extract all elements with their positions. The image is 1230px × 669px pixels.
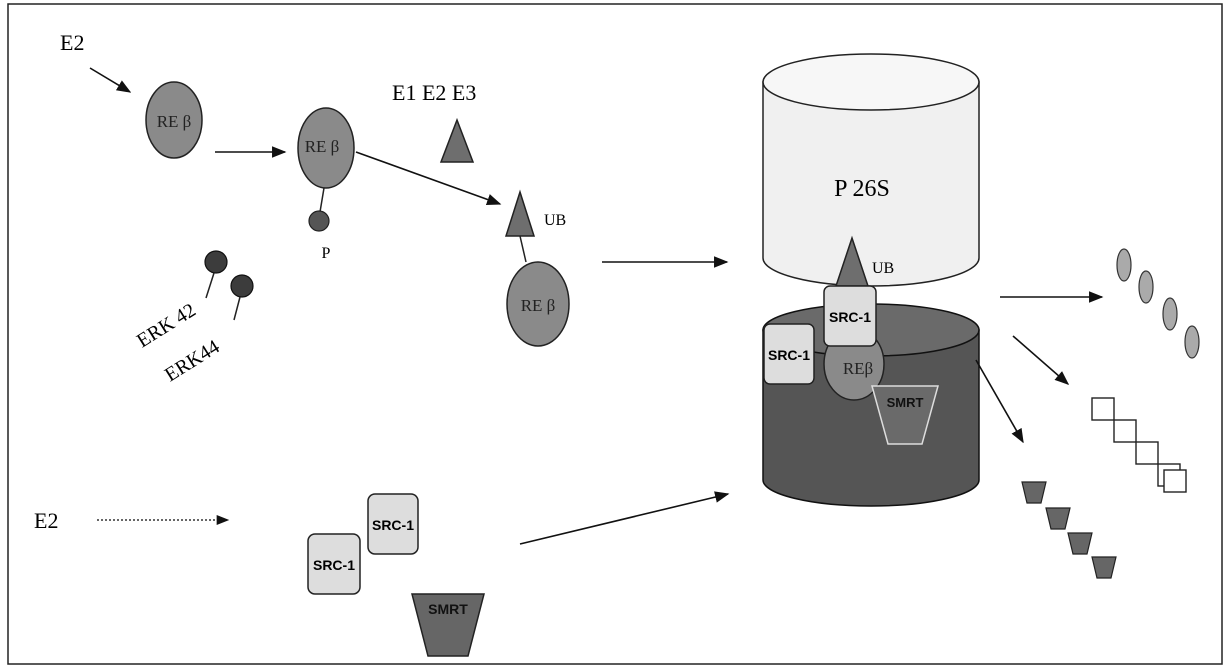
re-beta-phospho-label: RE β — [305, 137, 340, 156]
src1-box-top — [823, 285, 877, 347]
fragment-oval — [1138, 270, 1154, 304]
arrow-to-proteasome-bottom — [519, 491, 730, 545]
e2-label-bottom: E2 — [34, 508, 58, 533]
src1-label-free-lower: SRC-1 — [313, 557, 355, 573]
fragment-trapezoid — [1021, 481, 1047, 504]
fragment-square — [1091, 397, 1115, 421]
fragment-square — [1163, 469, 1187, 493]
phospho-stalk — [319, 187, 325, 213]
arrow-products-squares — [1012, 335, 1070, 385]
proteasome-cap — [762, 81, 980, 287]
figure-frame — [7, 3, 1223, 665]
re-beta-phospho — [297, 107, 355, 189]
e2-label-top: E2 — [60, 30, 84, 55]
erk44-stalk — [233, 296, 241, 321]
smrt-on-proteasome — [871, 385, 939, 445]
src1-label-free-upper: SRC-1 — [372, 517, 414, 533]
fragment-trapezoid — [1067, 532, 1093, 555]
proteasome-cap-top — [762, 53, 980, 111]
proteasome-core — [762, 329, 980, 507]
src1-box-free-lower — [307, 533, 361, 595]
fragment-square — [1135, 441, 1159, 465]
src1-box-free-upper — [367, 493, 419, 555]
fragment-trapezoid — [1091, 556, 1117, 579]
erk42-ball — [204, 250, 228, 274]
ub-enzyme-triangle — [439, 117, 475, 163]
enzymes-label: E1 E2 E3 — [392, 80, 476, 105]
e2-arrow-top — [89, 67, 132, 93]
src1-label-left: SRC-1 — [768, 347, 810, 363]
fragment-oval — [1116, 248, 1132, 282]
src1-box-left — [763, 323, 815, 385]
erk42-stalk — [205, 272, 215, 299]
phosphate-ball — [308, 210, 330, 232]
arrow-to-ubiquitination — [355, 151, 502, 206]
re-beta-ubiquitinated — [506, 261, 570, 347]
ub-label-2: UB — [872, 260, 894, 277]
smrt-free — [411, 593, 485, 657]
src1-label-top: SRC-1 — [829, 309, 871, 325]
smrt-label-free: SMRT — [428, 601, 468, 617]
erk44-ball — [230, 274, 254, 298]
re-beta-free-label: RE β — [157, 112, 192, 131]
smrt-label-proteasome: SMRT — [887, 395, 924, 410]
re-beta-free — [145, 81, 203, 159]
ub-stalk — [519, 235, 527, 263]
ub-label-1: UB — [544, 212, 566, 229]
proteasome-label: P 26S — [834, 176, 890, 202]
re-beta-degraded-label: REβ — [843, 359, 873, 378]
fragment-oval — [1184, 325, 1200, 359]
arrow-products-trapezoids — [975, 359, 1024, 444]
phosphate-label: P — [322, 245, 331, 262]
re-beta-ub-label: RE β — [521, 296, 556, 315]
fragment-square — [1113, 419, 1137, 443]
fragment-oval — [1162, 297, 1178, 331]
fragment-trapezoid — [1045, 507, 1071, 530]
